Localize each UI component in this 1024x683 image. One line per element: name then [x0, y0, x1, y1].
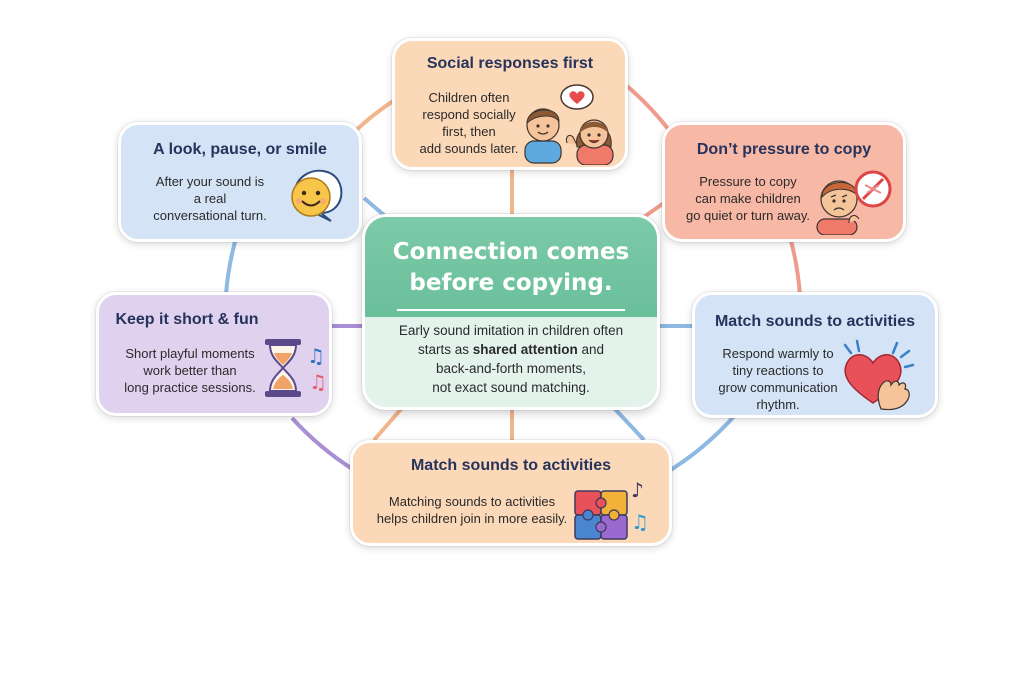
puzzle-music-icon: ♪ ♫	[574, 478, 649, 540]
card-body: Matching sounds to activities helps chil…	[369, 493, 575, 527]
card-match-sounds-bottom: Match sounds to activities Matching soun…	[350, 440, 672, 546]
card-body-line: long practice sessions.	[124, 380, 256, 395]
central-card: Connection comes before copying. Early s…	[362, 214, 660, 410]
card-body-line: go quiet or turn away.	[685, 208, 811, 223]
spoke-bottom-right	[612, 406, 646, 442]
central-title-line: Connection comes	[392, 239, 630, 265]
ring-arc-bottom-left	[290, 416, 356, 472]
spoke-bottom-left	[372, 406, 404, 442]
smiling-speech-bubble-icon	[291, 169, 343, 222]
card-title: Don’t pressure to copy	[696, 141, 872, 158]
card-body-line: work better than	[143, 363, 237, 378]
card-dont-pressure: Don’t pressure to copy Pressure to copy …	[662, 122, 906, 242]
card-body: After your sound is a real conversationa…	[135, 173, 285, 224]
card-body-line: respond socially	[422, 107, 516, 122]
central-body-line: starts as shared attention and	[381, 340, 641, 359]
central-body-line: not exact sound matching.	[432, 380, 590, 395]
card-body-line: conversational turn.	[153, 208, 267, 223]
card-body-line: After your sound is	[155, 174, 265, 189]
card-title: Match sounds to activities	[714, 313, 916, 330]
central-body-text: starts as	[417, 342, 473, 357]
card-body: Children often respond socially first, t…	[411, 89, 527, 157]
card-title: Keep it short & fun	[115, 311, 259, 328]
card-body-line: Matching sounds to activities	[388, 494, 556, 509]
svg-text:♫: ♫	[631, 510, 649, 534]
two-children-heart-icon	[524, 84, 614, 165]
ring-arc-bottom-right	[662, 412, 738, 476]
card-body-line: a real	[193, 191, 227, 206]
card-body-line: rhythm.	[756, 397, 800, 412]
ring-arc-left	[224, 237, 238, 295]
card-look-pause-smile: A look, pause, or smile After your sound…	[118, 122, 362, 242]
card-social-responses: Social responses first Children often re…	[392, 38, 628, 170]
card-body: Short playful moments work better than l…	[107, 345, 273, 396]
card-body: Pressure to copy can make children go qu…	[675, 173, 821, 224]
card-body-line: Pressure to copy	[699, 174, 797, 189]
card-match-sounds-right: Match sounds to activities Respond warml…	[692, 292, 938, 418]
card-title: Match sounds to activities	[410, 457, 612, 474]
central-body-emphasis: shared attention	[472, 342, 578, 357]
central-body-line: back-and-forth moments,	[435, 361, 587, 376]
card-body-line: add sounds later.	[419, 141, 519, 156]
card-keep-short-fun: Keep it short & fun Short playful moment…	[96, 292, 332, 416]
central-body-line: Early sound imitation in children often	[398, 323, 624, 338]
card-body-line: Respond warmly to	[722, 346, 834, 361]
hourglass-music-icon: ♫ ♫	[265, 339, 327, 397]
card-body-line: first, then	[442, 124, 496, 139]
svg-text:♪: ♪	[631, 478, 644, 502]
central-body: Early sound imitation in children often …	[381, 321, 641, 397]
card-body-line: Children often	[428, 90, 510, 105]
central-divider	[397, 309, 625, 311]
central-title: Connection comes before copying.	[365, 237, 657, 299]
central-header	[365, 217, 657, 317]
card-body: Respond warmly to tiny reactions to grow…	[703, 345, 853, 413]
card-body-line: helps children join in more easily.	[376, 511, 568, 526]
central-body-text: and	[577, 342, 605, 357]
card-body-line: can make children	[695, 191, 801, 206]
card-body-line: Short playful moments	[125, 346, 255, 361]
central-title-line: before copying.	[409, 270, 613, 296]
card-title: A look, pause, or smile	[153, 141, 327, 158]
heart-hand-icon	[843, 339, 915, 411]
card-body-line: grow communication	[718, 380, 838, 395]
svg-text:♫: ♫	[307, 344, 325, 368]
svg-text:♫: ♫	[309, 370, 327, 394]
worried-child-no-sign-icon	[816, 170, 892, 235]
card-body-line: tiny reactions to	[732, 363, 824, 378]
card-title: Social responses first	[426, 55, 594, 72]
